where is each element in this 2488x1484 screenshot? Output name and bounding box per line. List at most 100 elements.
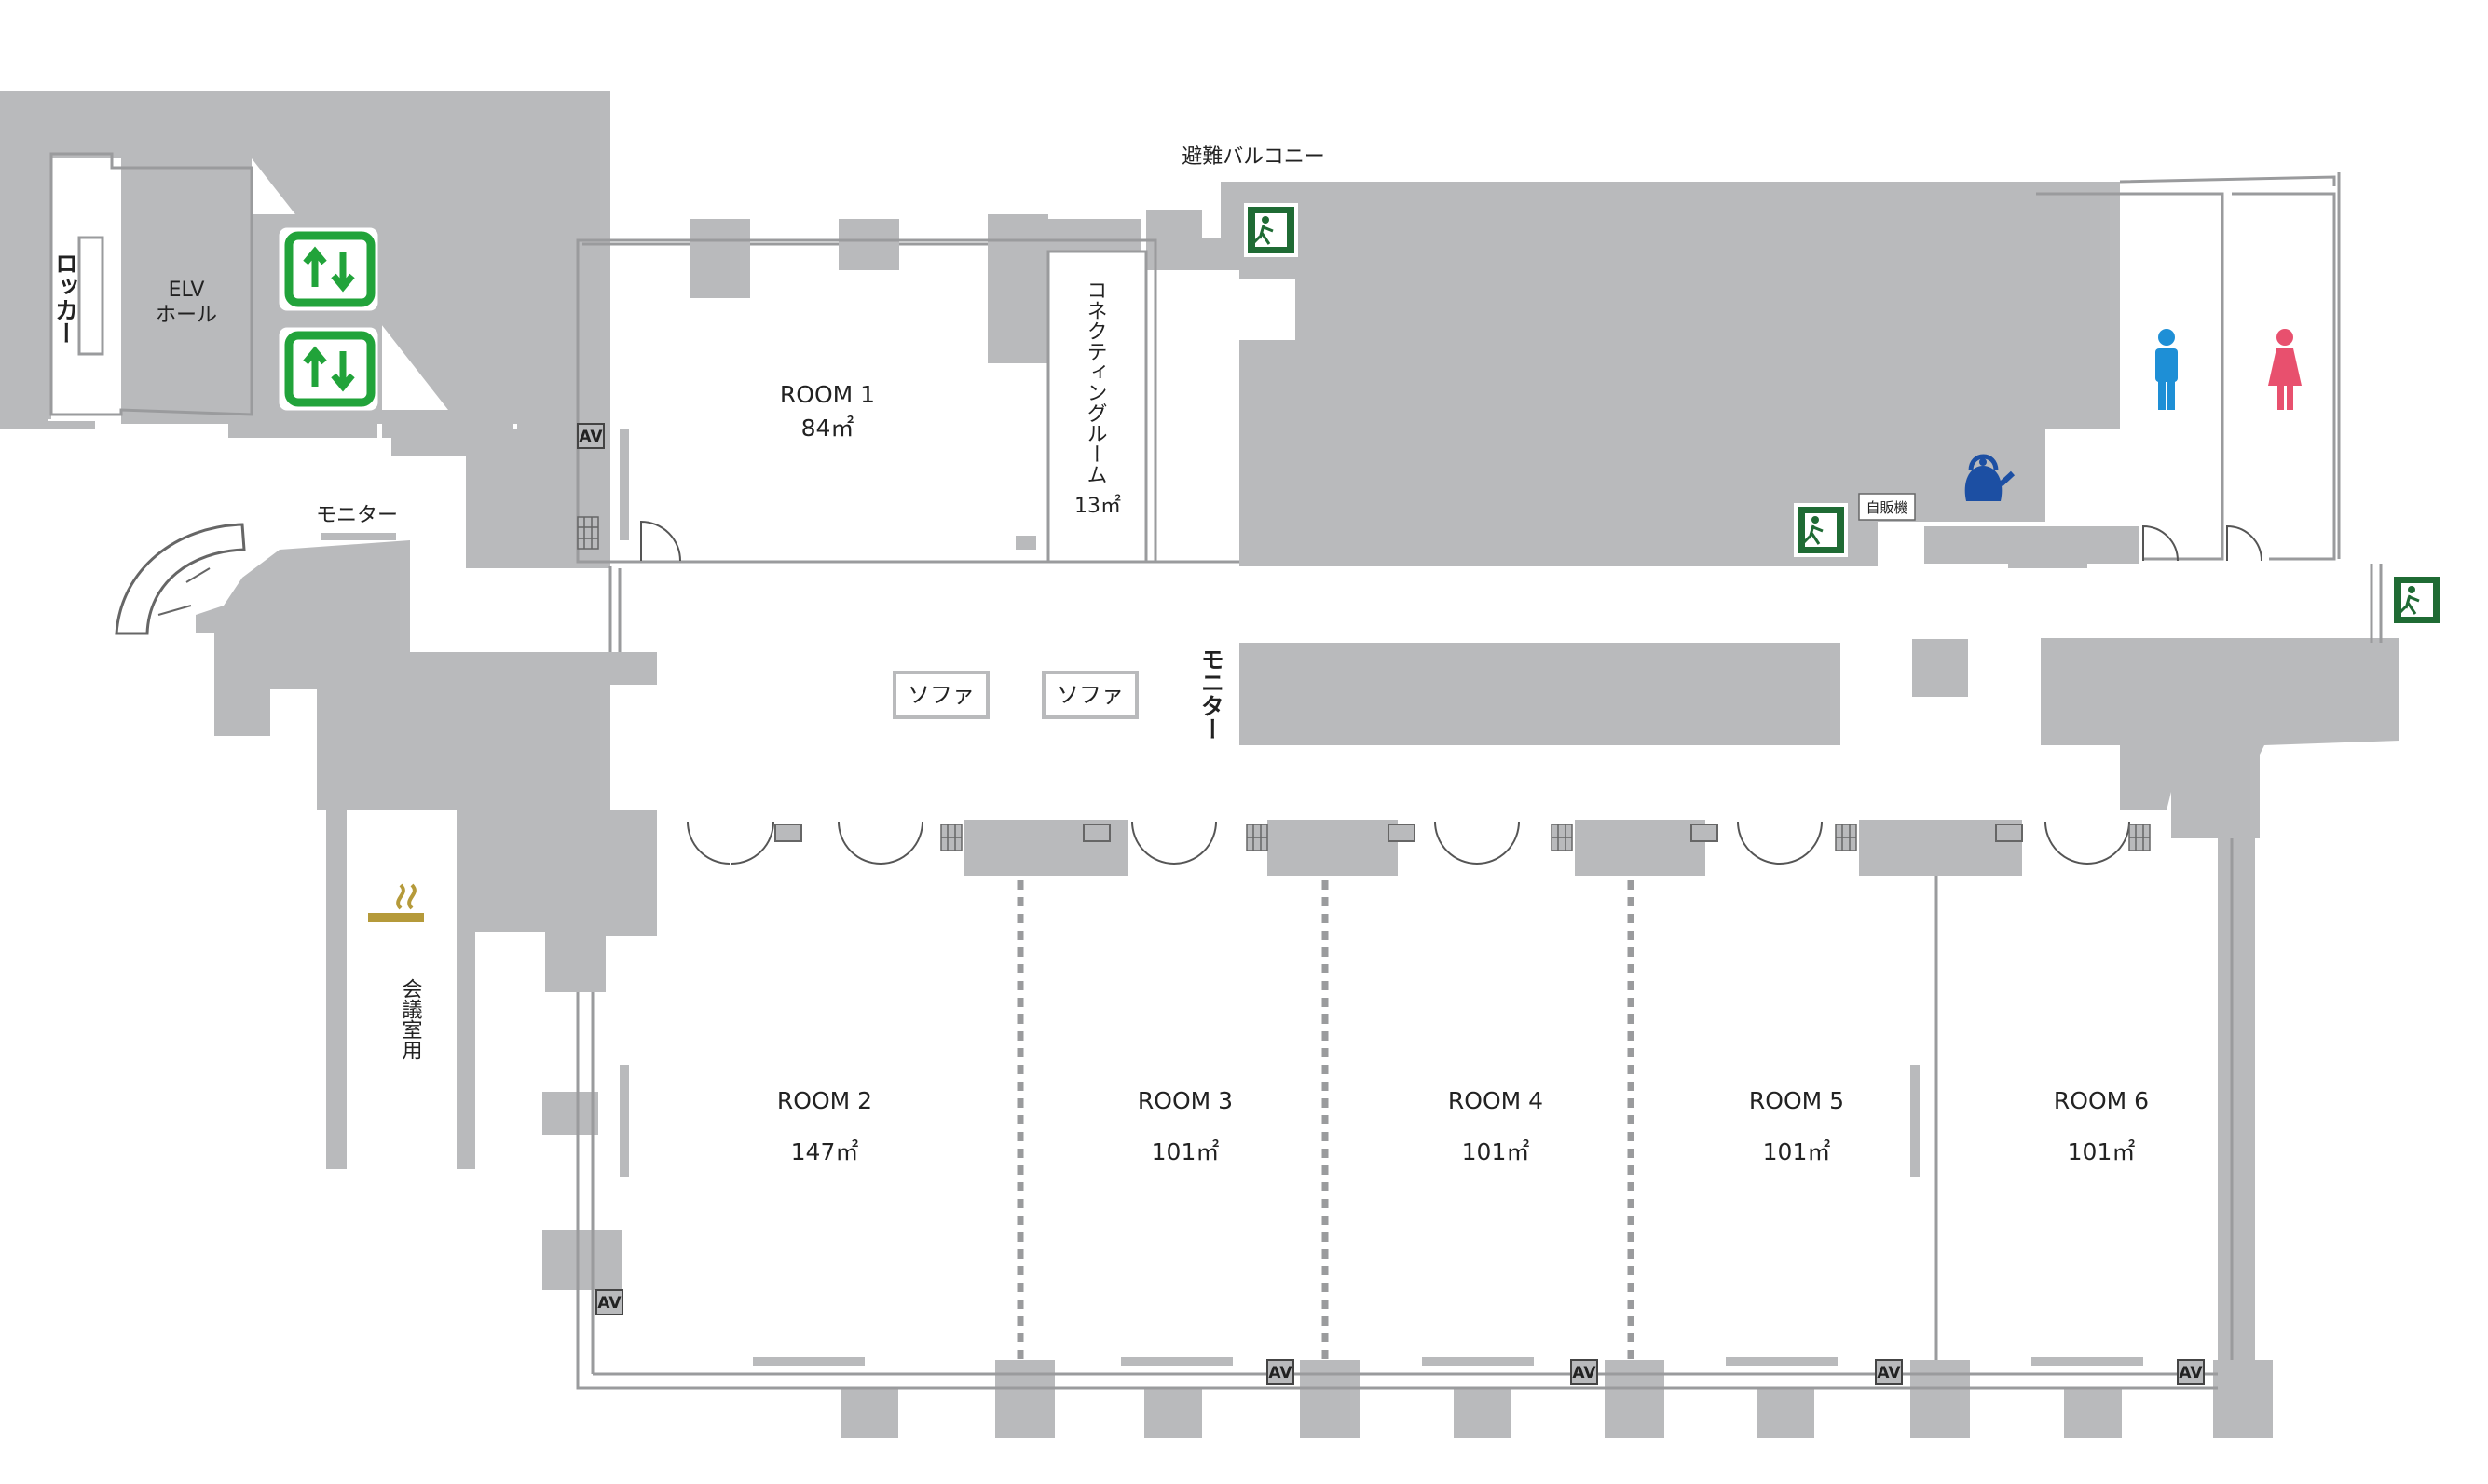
male-restroom-icon [2155, 329, 2178, 410]
monitor-bar-lounge [321, 533, 396, 540]
balcony-label: 避難バルコニー [1182, 145, 1325, 169]
room-5-name: ROOM 5 [1749, 1087, 1844, 1114]
elevator-icon [279, 327, 378, 411]
grid-panels [577, 516, 2151, 851]
outline-locker-cab [77, 236, 104, 356]
monitor-bar-elv [21, 421, 95, 429]
room-1-name: ROOM 1 [780, 381, 875, 408]
wall-left-upper [0, 91, 610, 158]
monitor-bar-r2 [620, 1065, 629, 1177]
vending-machine[interactable]: 自販機 [1858, 493, 1916, 521]
room-4-name: ROOM 4 [1448, 1087, 1543, 1114]
corridor-left-edge [608, 566, 622, 652]
av-box-r3: AV [1266, 1359, 1294, 1385]
sofa-1[interactable]: ソファ [893, 671, 990, 719]
outlet-1 [774, 824, 802, 842]
monitor-bar-b6 [2031, 1357, 2143, 1366]
window-left-lower [576, 992, 841, 1390]
wall-upper-right [517, 228, 610, 568]
room-6-area: 101㎡ [2068, 1138, 2136, 1165]
reception-desk [115, 523, 246, 635]
wall-upper-step1 [382, 410, 513, 438]
monitor-bar-r1 [620, 429, 629, 540]
sofa-1-label: ソファ [908, 682, 975, 708]
room-2-name: ROOM 2 [777, 1087, 872, 1114]
av-label-r4: AV [1572, 1364, 1596, 1382]
room-1-area: 84㎡ [801, 415, 854, 442]
doors [640, 520, 2262, 865]
grid-panel-b2 [1246, 824, 1268, 851]
door-r6-a [2044, 821, 2130, 865]
emergency-exit-icon [2390, 573, 2444, 627]
room-5-area: 101㎡ [1763, 1138, 1831, 1165]
beam-3 [1575, 820, 1705, 876]
monitor-label-center: モニター [1198, 647, 1225, 741]
room-2-area: 147㎡ [791, 1138, 859, 1165]
outline-wc-1 [2036, 192, 2336, 561]
vending-label: 自販機 [1866, 499, 1907, 516]
wall-smoking-left [326, 806, 347, 1169]
beam-4 [1859, 820, 2022, 876]
av-box-r1: AV [577, 423, 605, 449]
monitor-bar-b3 [1121, 1357, 1233, 1366]
door-r2-a [687, 821, 774, 865]
room-1[interactable]: ROOM 1 84㎡ [780, 381, 875, 442]
smoking-icon [368, 883, 424, 922]
wall-right-vertical [2171, 736, 2260, 838]
outlet-2 [1083, 824, 1111, 842]
column-b2 [995, 1360, 1055, 1438]
smoking-room-label: 会議室用 [399, 978, 423, 1060]
monitor-bars [21, 421, 2143, 1366]
column-left-2 [542, 1230, 622, 1290]
grid-panel-b5 [2128, 824, 2151, 851]
locker-label: ロッカー [52, 252, 79, 345]
elevator-icon [279, 227, 378, 311]
room-4[interactable]: ROOM 4 101㎡ [1448, 1087, 1543, 1165]
room-3[interactable]: ROOM 3 101㎡ [1138, 1087, 1233, 1165]
av-label-r2: AV [597, 1294, 622, 1313]
column-r1-1 [690, 219, 750, 298]
door-r3-a [1131, 821, 1217, 865]
room-4-area: 101㎡ [1462, 1138, 1530, 1165]
door-wc-m [2142, 524, 2179, 562]
room-3-name: ROOM 3 [1138, 1087, 1233, 1114]
wall-upper-step3 [466, 456, 522, 568]
outlines [49, 152, 2383, 1390]
female-restroom-icon [2268, 329, 2302, 410]
movable-partitions [1017, 880, 1634, 1360]
sofa-2-label: ソファ [1057, 682, 1124, 708]
av-box-r5: AV [1875, 1359, 1903, 1385]
room-6[interactable]: ROOM 6 101㎡ [2054, 1087, 2149, 1165]
wall-top-left [0, 91, 610, 566]
door-r5-a [1737, 821, 1823, 865]
room-2[interactable]: ROOM 2 147㎡ [777, 1087, 872, 1165]
reception-desk-inner [157, 567, 211, 616]
wall-r1-step [1146, 238, 1239, 270]
monitor-bar-b2 [753, 1357, 865, 1366]
door-room1 [640, 520, 681, 562]
av-label-r1: AV [579, 428, 603, 446]
wall-left-column [0, 91, 48, 429]
room-5[interactable]: ROOM 5 101㎡ [1749, 1087, 1844, 1165]
window-right-top [2119, 172, 2341, 559]
monitor-bar-r5 [1910, 1065, 1920, 1177]
room-3-area: 101㎡ [1152, 1138, 1220, 1165]
wall-upper-right2 [578, 130, 610, 238]
room-6-name: ROOM 6 [2054, 1087, 2149, 1114]
column-b1 [841, 1388, 898, 1438]
column-b7 [1757, 1388, 1814, 1438]
column-r1-3 [988, 214, 1048, 363]
column-b3 [1144, 1388, 1202, 1438]
wall-left-lower [196, 540, 652, 1169]
wall-right-lower [2041, 638, 2399, 810]
core-monitor-wall [1239, 643, 1840, 745]
wall-right-outer [2218, 834, 2255, 1365]
sofa-2[interactable]: ソファ [1042, 671, 1139, 719]
window-bottom [578, 1372, 2218, 1390]
av-box-r4: AV [1570, 1359, 1598, 1385]
outline-elv-hall [49, 152, 253, 416]
column-b4 [1300, 1360, 1360, 1438]
outlet-3 [1388, 824, 1415, 842]
emergency-exit-icon [1244, 203, 1298, 257]
kettle-icon [1964, 454, 2016, 501]
